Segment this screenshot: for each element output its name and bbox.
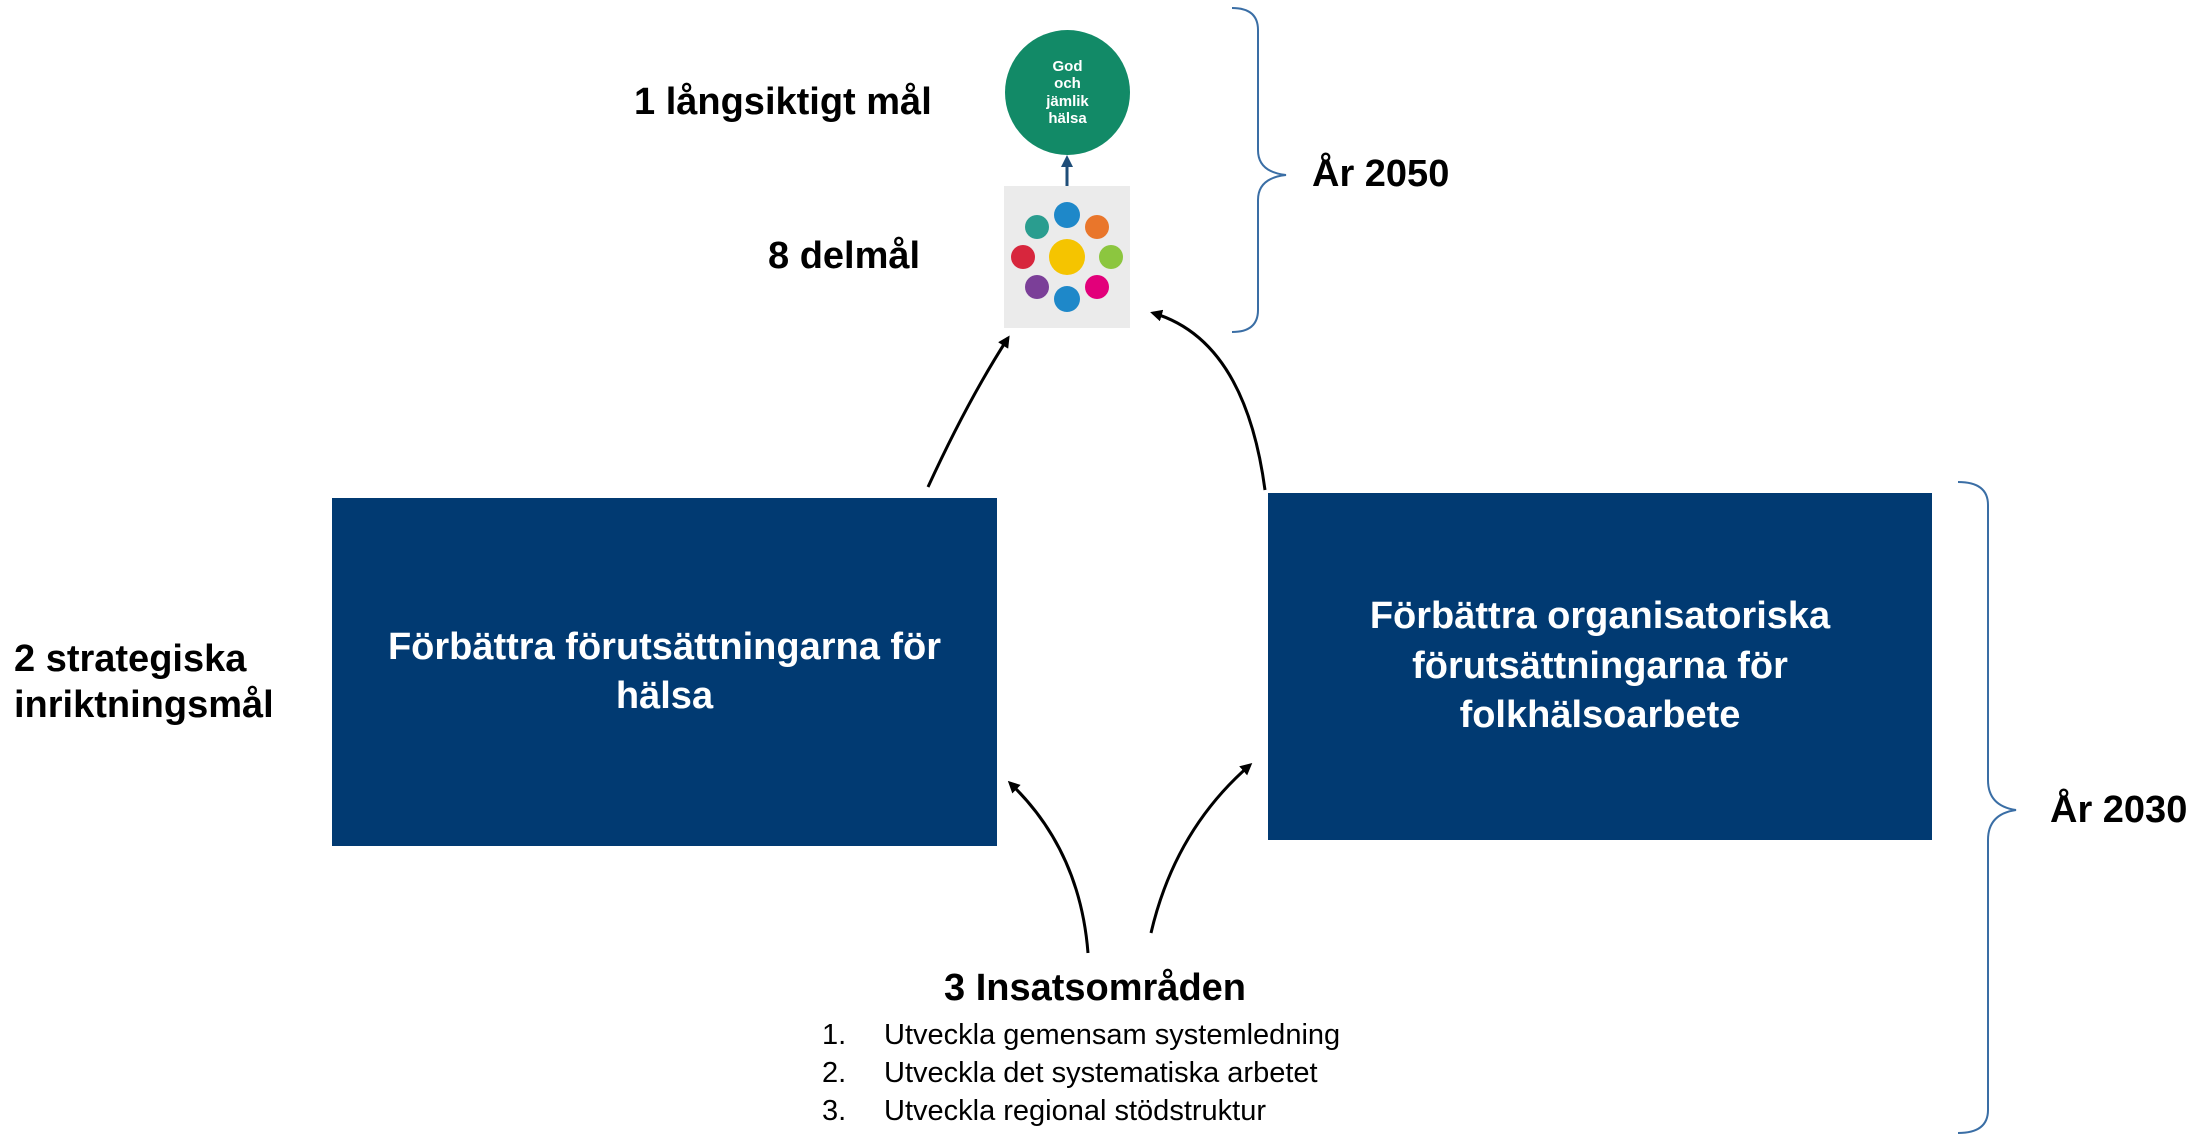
focus-areas-list: 1. Utveckla gemensam systemledning 2. Utve… xyxy=(822,1016,1340,1130)
strategic-goal-text: Förbättra organisatoriska förutsättninga… xyxy=(1369,595,1831,737)
arrow-box1-to-flower xyxy=(926,335,1010,488)
goal-circle-line: hälsa xyxy=(1048,109,1087,127)
focus-areas-title: 3 Insatsområden xyxy=(944,967,1246,1009)
list-item: 3. Utveckla regional stödstruktur xyxy=(822,1092,1340,1130)
year-2050-label: År 2050 xyxy=(1312,153,1450,195)
arrow-focus-to-box1 xyxy=(1007,780,1090,954)
goal-circle-line: jämlik xyxy=(1046,92,1089,110)
list-item-number: 1. xyxy=(822,1019,847,1051)
long-term-goal-label: 1 långsiktigt mål xyxy=(634,81,932,123)
strategic-goals-label: 2 strategiska inriktningsmål xyxy=(14,637,274,728)
list-item-text: Utveckla regional stödstruktur xyxy=(884,1095,1266,1127)
strategic-goal-box-health: Förbättra förutsättningarna för hälsa xyxy=(332,498,997,846)
flower-icon xyxy=(1011,202,1123,312)
strategic-goal-box-organisation: Förbättra organisatoriska förutsättninga… xyxy=(1268,493,1932,840)
sub-goals-image xyxy=(1004,186,1130,328)
arrow-box2-to-flower xyxy=(1150,309,1267,491)
list-item-text: Utveckla det systematiska arbetet xyxy=(884,1057,1318,1089)
list-item-number: 2. xyxy=(822,1057,847,1089)
goal-circle: God och jämlik hälsa xyxy=(1005,30,1130,155)
strategic-goals-line-1: 2 strategiska xyxy=(14,638,247,680)
arrow-focus-to-box2 xyxy=(1149,763,1253,934)
sub-goals-label: 8 delmål xyxy=(768,235,921,277)
goal-circle-line: och xyxy=(1054,75,1081,93)
list-item: 2. Utveckla det systematiska arbetet xyxy=(822,1054,1340,1092)
goal-circle-line: God xyxy=(1052,58,1083,75)
list-item-text: Utveckla gemensam systemledning xyxy=(884,1019,1341,1051)
brace-icon xyxy=(1231,7,1287,333)
list-item: 1. Utveckla gemensam systemledning xyxy=(822,1016,1340,1054)
year-2030-label: År 2030 xyxy=(2050,789,2188,831)
list-item-number: 3. xyxy=(822,1095,847,1127)
brace-icon xyxy=(1957,481,2017,1134)
strategic-goals-line-2: inriktningsmål xyxy=(14,683,274,726)
strategic-goal-text: Förbättra förutsättningarna för hälsa xyxy=(387,625,942,717)
